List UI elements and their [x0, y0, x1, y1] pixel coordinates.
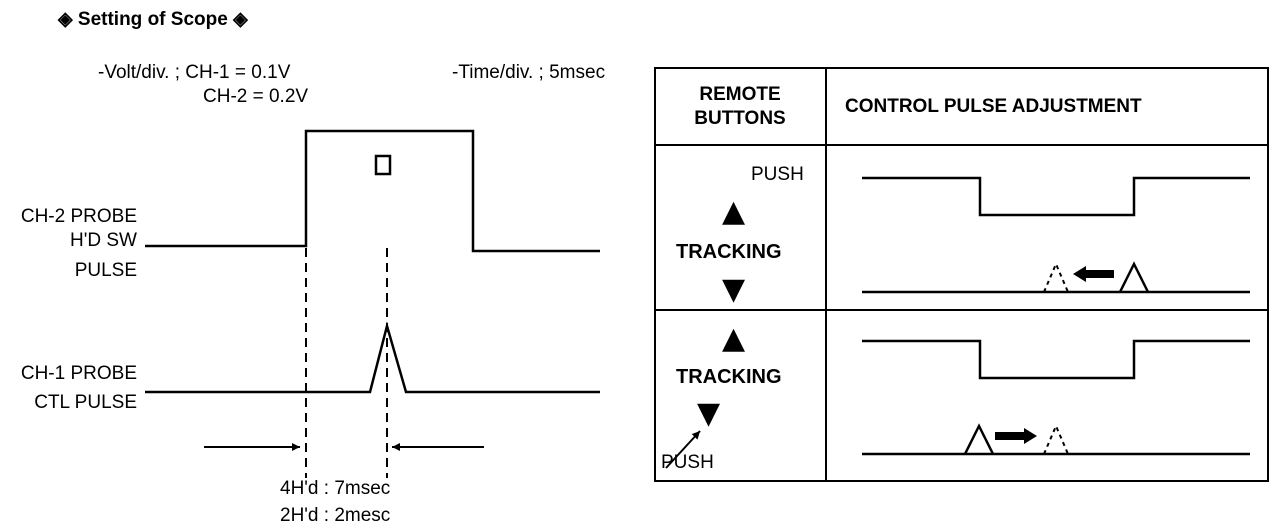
- row2-target-triangle-dotted: [1043, 423, 1069, 455]
- push-pointer-arrow: [665, 430, 701, 469]
- diamond-icon: ◈: [233, 9, 248, 30]
- row1-tracking-label: TRACKING: [676, 241, 782, 263]
- header-control-pulse-adjustment: CONTROL PULSE ADJUSTMENT: [845, 96, 1142, 117]
- pulse-label: PULSE: [74, 260, 137, 281]
- time-div: -Time/div. ; 5msec: [452, 62, 606, 83]
- row2-push-label: PUSH: [661, 452, 714, 473]
- diamond-icon: ◈: [58, 9, 73, 30]
- adjustment-table: [654, 67, 1269, 482]
- row1-left-arrow-icon: [1073, 266, 1114, 282]
- volt-div-ch1: -Volt/div. ; CH-1 = 0.1V: [98, 62, 291, 83]
- row1-pulse-waveform: [862, 176, 1250, 217]
- page-title: ◈ Setting of Scope ◈: [58, 9, 248, 31]
- row2-pulse-waveform: [862, 339, 1250, 380]
- down-triangle-icon: ▼: [722, 272, 746, 307]
- row1-target-triangle-dotted: [1043, 261, 1069, 293]
- marker-square: [374, 154, 392, 176]
- hd-sw-pulse-waveform: [145, 129, 600, 253]
- row1-push-label: PUSH: [751, 164, 804, 185]
- ch1-probe-label: CH-1 PROBE: [20, 363, 137, 384]
- row1-current-triangle: [1118, 261, 1150, 293]
- row2-tracking-label: TRACKING: [676, 366, 782, 388]
- row2-right-arrow-icon: [995, 428, 1037, 444]
- ctl-pulse-waveform: [145, 321, 600, 394]
- row2-current-triangle: [963, 423, 995, 455]
- header-remote-buttons: REMOTE BUTTONS: [694, 84, 786, 129]
- timing-2hd: 2H'd : 2mesc: [280, 505, 391, 526]
- volt-div-ch2: CH-2 = 0.2V: [203, 86, 309, 107]
- up-triangle-icon: ▲: [722, 321, 746, 356]
- up-triangle-icon: ▲: [722, 194, 746, 229]
- title-text: Setting of Scope: [77, 9, 228, 30]
- timing-4hd: 4H'd : 7msec: [280, 478, 391, 499]
- down-triangle-icon: ▼: [697, 396, 721, 431]
- hd-sw-label: H'D SW: [70, 230, 137, 251]
- ctl-pulse-label: CTL PULSE: [34, 392, 137, 413]
- ch2-probe-label: CH-2 PROBE: [20, 206, 137, 227]
